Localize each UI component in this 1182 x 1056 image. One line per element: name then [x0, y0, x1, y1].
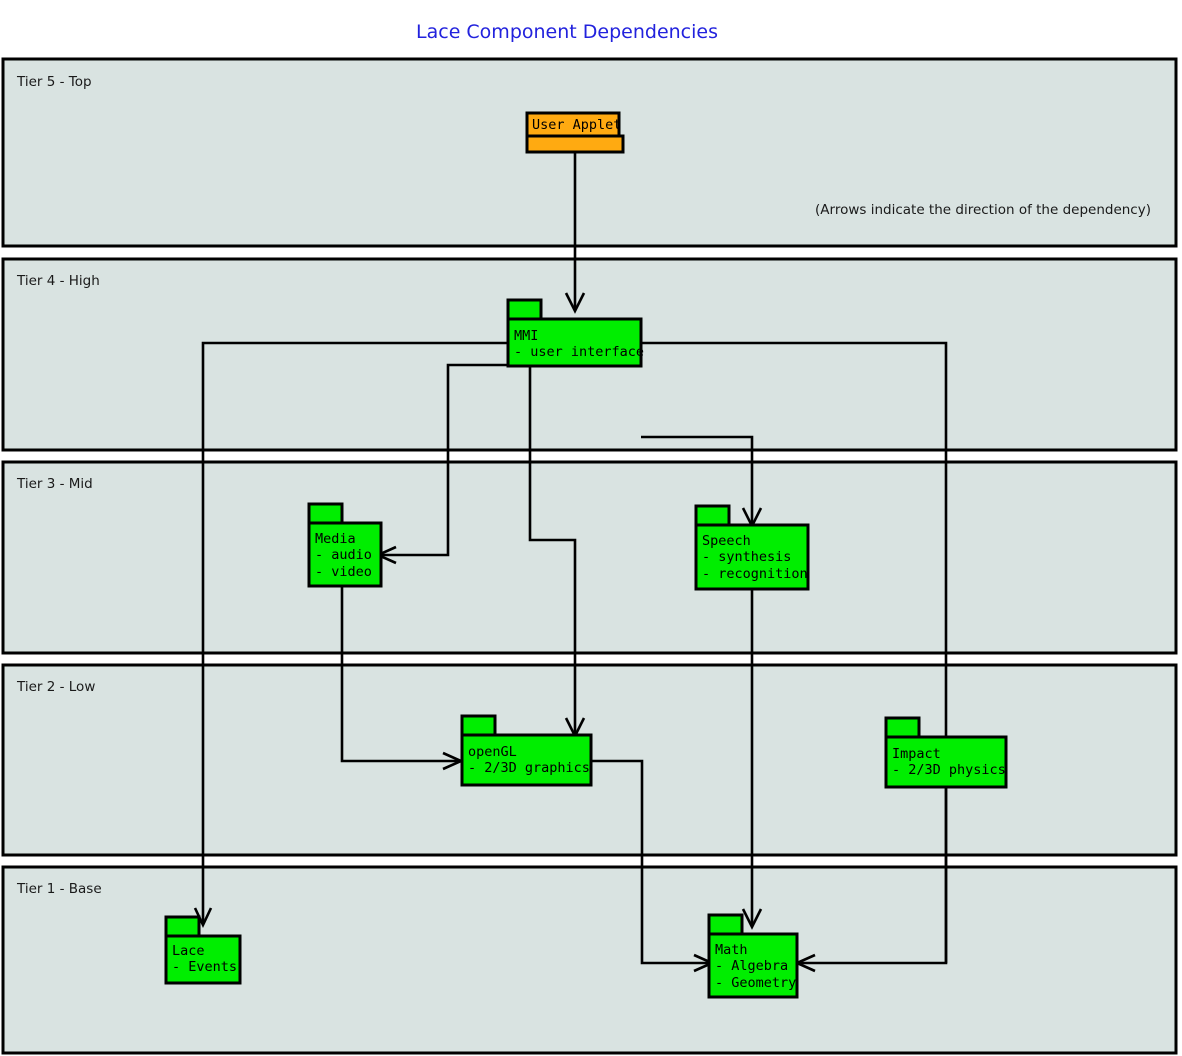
- component-opengl[interactable]: openGL - 2/3D graphics: [460, 714, 593, 787]
- component-user-applet[interactable]: User Applet: [525, 111, 625, 154]
- impact-name: Impact: [892, 746, 941, 762]
- lace-name: Lace: [172, 943, 205, 959]
- tier-label-tier2: Tier 2 - Low: [16, 679, 95, 695]
- connector-mmi-to-math: [641, 341, 948, 965]
- opengl-name: openGL: [468, 744, 517, 760]
- math-name: Math: [715, 942, 748, 958]
- component-impact[interactable]: Impact - 2/3D physics: [884, 716, 1008, 789]
- page-title: Lace Component Dependencies: [416, 21, 718, 43]
- math-body: [707, 932, 799, 999]
- tier-label-tier3: Tier 3 - Mid: [16, 476, 93, 492]
- opengl-body: [460, 733, 593, 787]
- connector-opengl-to-math: [591, 759, 709, 965]
- media-line-1: - audio: [315, 547, 372, 563]
- media-line-2: - video: [315, 564, 372, 580]
- connector-media-to-opengl: [340, 586, 458, 763]
- component-speech[interactable]: Speech - synthesis - recognition: [694, 504, 810, 591]
- arrowhead-math-top: [741, 908, 763, 930]
- user-applet-name: User Applet: [532, 117, 621, 133]
- component-mmi[interactable]: MMI - user interface: [506, 298, 644, 368]
- component-lace[interactable]: Lace - Events: [164, 915, 242, 985]
- tier-label-tier1: Tier 1 - Base: [16, 881, 102, 897]
- user-applet-body-box: [525, 134, 625, 154]
- arrows-note: (Arrows indicate the direction of the de…: [815, 202, 1151, 218]
- impact-body: [884, 735, 1008, 789]
- opengl-line-1: - 2/3D graphics: [468, 760, 590, 776]
- connector-mmi-to-speech: [641, 435, 754, 524]
- impact-line-1: - 2/3D physics: [892, 762, 1006, 778]
- tier-container-tier3: [1, 460, 1178, 655]
- component-media[interactable]: Media - audio - video: [307, 502, 383, 588]
- lace-line-1: - Events: [172, 959, 237, 975]
- speech-line-2: - recognition: [702, 566, 808, 582]
- speech-name: Speech: [702, 533, 751, 549]
- math-line-1: - Algebra: [715, 958, 788, 974]
- mmi-body: [506, 317, 643, 368]
- math-line-2: - Geometry: [715, 975, 796, 991]
- tier-label-tier5: Tier 5 - Top: [16, 74, 92, 90]
- arrowhead-lace-top: [193, 907, 213, 929]
- tier-label-tier4: Tier 4 - High: [16, 273, 100, 289]
- arrowhead-mmi-top: [564, 292, 586, 314]
- connector-mmi-to-opengl: [528, 366, 577, 734]
- connector-mmi-to-media: [381, 363, 508, 557]
- speech-line-1: - synthesis: [702, 549, 791, 565]
- lace-body: [164, 934, 242, 985]
- connector-mmi-to-lace: [201, 341, 508, 922]
- media-body: [307, 521, 383, 588]
- media-name: Media: [315, 531, 356, 547]
- mmi-line-1: - user interface: [514, 344, 644, 360]
- component-math[interactable]: Math - Algebra - Geometry: [707, 913, 799, 999]
- mmi-name: MMI: [514, 328, 538, 344]
- speech-body: [694, 523, 810, 591]
